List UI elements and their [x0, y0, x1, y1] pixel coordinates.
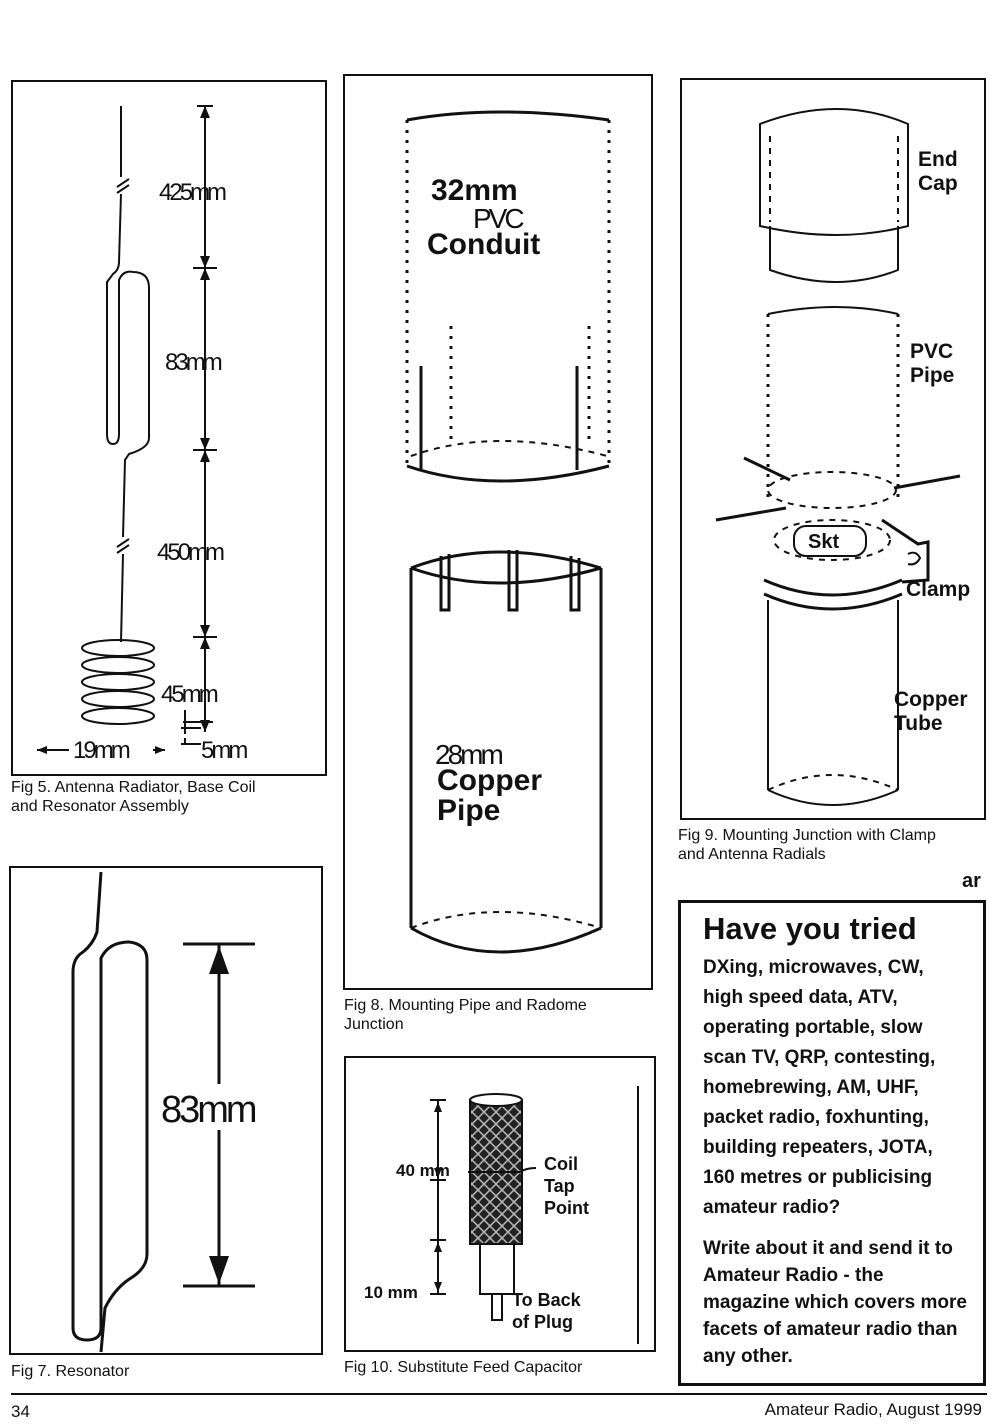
base-coil	[81, 639, 155, 725]
fig10-back-2: of Plug	[512, 1312, 573, 1332]
fig5-dim-19: 19mm	[73, 737, 130, 764]
fig10-back-1: To Back	[512, 1290, 582, 1310]
fig5-caption: Fig 5. Antenna Radiator, Base Coil and R…	[11, 779, 256, 815]
fig9-pvc-1: PVC	[910, 340, 953, 363]
fig9-end-1: End	[918, 148, 958, 171]
fig9-end-2: Cap	[918, 172, 958, 195]
footer-rule	[11, 1393, 987, 1395]
ar-end-mark: ar	[962, 870, 981, 892]
fig9-caption: Fig 9. Mounting Junction with Clamp and …	[678, 827, 936, 863]
fig10-dim-40: 40 mm	[396, 1161, 450, 1180]
advert-headline: Have you tried	[703, 911, 917, 946]
advert-cta: Write about it and send it to Amateur Ra…	[703, 1238, 967, 1367]
page-number: 34	[11, 1402, 30, 1421]
fig5-dim-5: 5mm	[201, 737, 247, 764]
fig8-copper-name-2: Pipe	[437, 794, 500, 827]
fig8-copper-size: 28mm	[435, 739, 502, 770]
fig9-clamp: Clamp	[906, 578, 970, 601]
advert-body: DXing, microwaves, CW, high speed data, …	[703, 957, 936, 1218]
advert-box: Have you tried DXing, microwaves, CW, hi…	[678, 900, 986, 1386]
fig10-coil-2: Tap	[544, 1176, 575, 1196]
fig10-coil-1: Coil	[544, 1154, 578, 1174]
fig7-resonator-diagram: 83mm	[71, 871, 271, 1353]
fig9-frame: Skt End Cap PVC Pipe Clamp Copper Tube	[680, 78, 986, 820]
fig10-caption: Fig 10. Substitute Feed Capacitor	[344, 1359, 583, 1376]
fig8-copper-name-1: Copper	[437, 764, 542, 797]
fig8-pvc-type: PVC	[473, 203, 524, 234]
fig8-pvc-name: Conduit	[427, 228, 540, 261]
fig9-junction-diagram: Skt End Cap PVC Pipe Clamp Copper Tube	[715, 108, 970, 806]
fig7-dim-83: 83mm	[161, 1089, 256, 1131]
fig9-pvc-2: Pipe	[910, 364, 954, 387]
fig5-dim-45: 45mm	[161, 681, 218, 708]
fig10-coil-3: Point	[544, 1198, 589, 1218]
fig8-frame: 32mm PVC Conduit 28mm Copper Pipe	[343, 74, 653, 990]
fig10-frame: 40 mm 10 mm Coil Tap Point To Back of Pl…	[344, 1056, 656, 1352]
fig7-caption: Fig 7. Resonator	[11, 1363, 130, 1380]
fig10-capacitor-diagram: 40 mm 10 mm Coil Tap Point To Back of Pl…	[364, 1086, 639, 1344]
copper-pipe	[409, 550, 603, 954]
fig9-copper-1: Copper	[894, 688, 968, 711]
fig7-frame: 83mm	[9, 866, 323, 1355]
fig8-pvc-size: 32mm	[431, 174, 518, 207]
fig5-dim-425: 425mm	[159, 179, 226, 206]
fig8-caption: Fig 8. Mounting Pipe and Radome Junction	[344, 997, 587, 1033]
fig5-dim-450: 450mm	[157, 539, 224, 566]
fig5-antenna-diagram: 425mm 83mm 450mm 45mm 5mm 19mm	[37, 105, 250, 764]
magazine-issue: Amateur Radio, August 1999	[764, 1400, 982, 1419]
fig10-dim-10: 10 mm	[364, 1283, 418, 1302]
fig8-pipe-diagram: 32mm PVC Conduit 28mm Copper Pipe	[405, 110, 611, 954]
fig9-copper-2: Tube	[894, 712, 943, 735]
fig5-dim-83: 83mm	[165, 349, 222, 376]
fig9-skt: Skt	[808, 531, 839, 553]
fig5-frame: 425mm 83mm 450mm 45mm 5mm 19mm	[11, 80, 327, 776]
